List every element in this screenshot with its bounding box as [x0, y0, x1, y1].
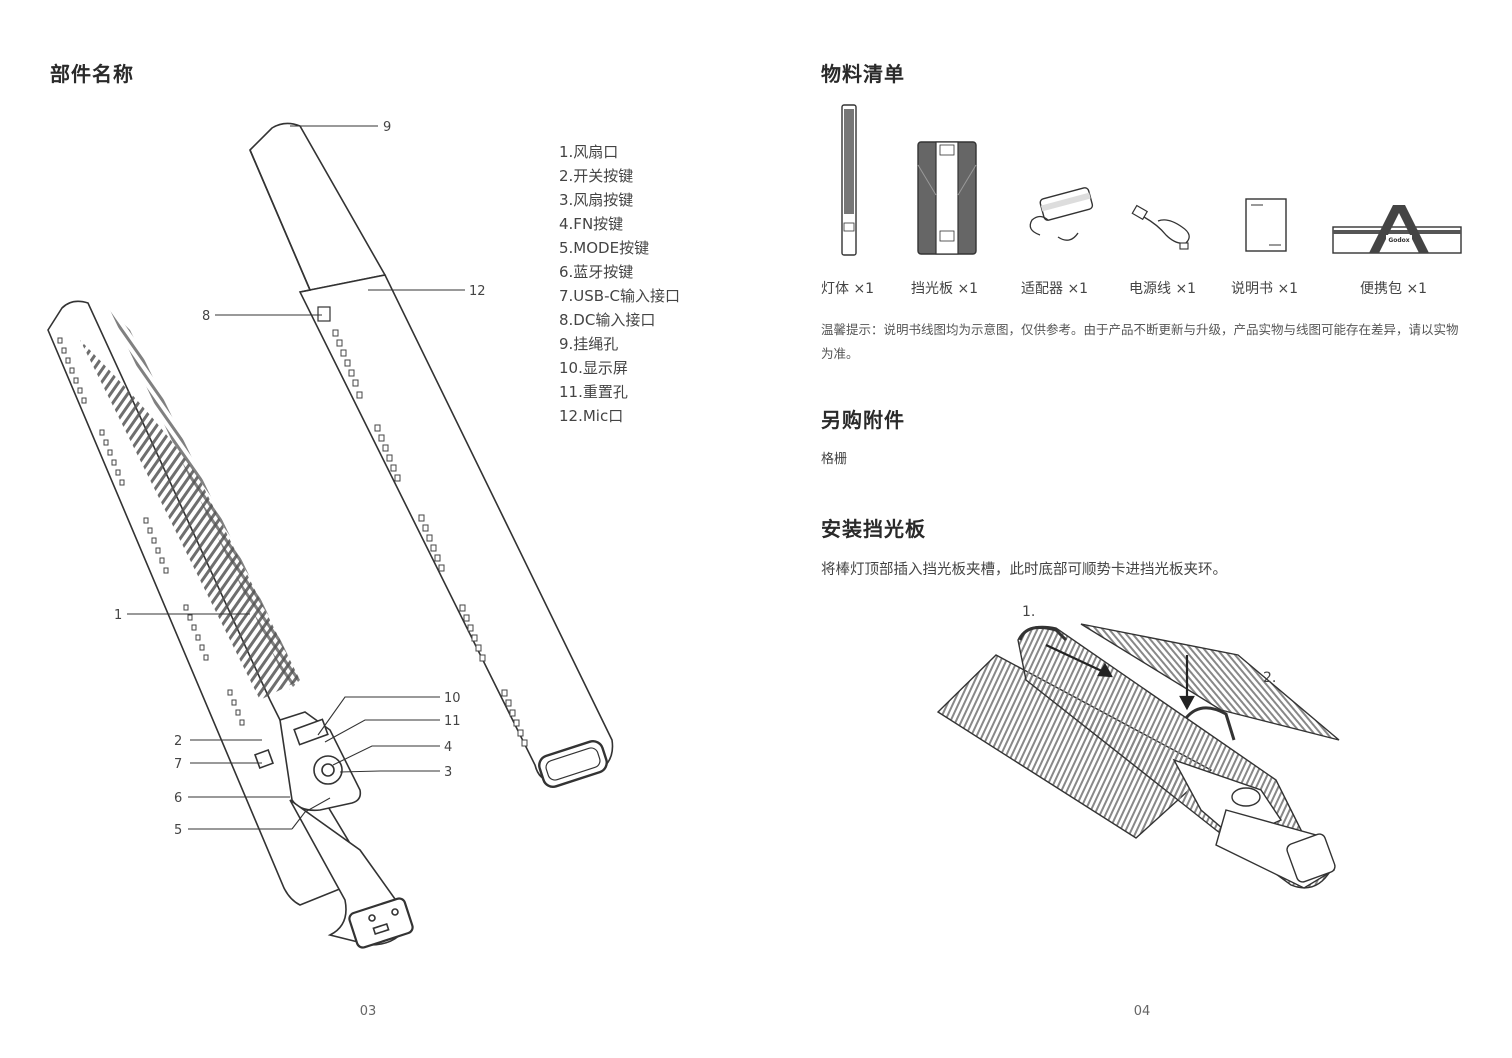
note-text: 温馨提示：说明书线图均为示意图，仅供参考。由于产品不断更新与升级，产品实物与线图… — [821, 318, 1461, 366]
page-number-left: 03 — [338, 1004, 398, 1019]
callout-10: 10 — [444, 691, 461, 706]
parts-list-item: 3.风扇按键 — [559, 188, 680, 212]
parts-list-item: 1.风扇口 — [559, 140, 680, 164]
light-stick-in-barn-door — [1018, 627, 1337, 889]
install-text: 将棒灯顶部插入挡光板夹槽，此时底部可顺势卡进挡光板夹环。 — [821, 558, 1227, 579]
right-page: 物料清单 — [756, 0, 1512, 1058]
contents-label: 便携包 ×1 — [1360, 278, 1427, 298]
parts-list-item: 10.显示屏 — [559, 356, 680, 380]
contents-label: 电源线 ×1 — [1129, 278, 1196, 298]
page-number-right: 04 — [1112, 1004, 1172, 1019]
light-stick-icon — [828, 95, 888, 265]
parts-list-item: 5.MODE按键 — [559, 236, 680, 260]
parts-list-item: 8.DC输入接口 — [559, 308, 680, 332]
callout-12: 12 — [469, 284, 486, 299]
install-title: 安装挡光板 — [821, 513, 926, 542]
left-page: 部件名称 — [0, 0, 756, 1058]
callout-1: 1 — [114, 608, 122, 623]
parts-list-item: 7.USB-C输入接口 — [559, 284, 680, 308]
callout-6: 6 — [174, 791, 182, 806]
contents-item-carry-bag: Godox — [1331, 95, 1466, 300]
accessories-title: 另购附件 — [821, 404, 905, 433]
install-arrows — [1046, 645, 1193, 708]
adapter-icon — [1018, 95, 1098, 265]
parts-list-item: 12.Mic口 — [559, 404, 680, 428]
contents-title: 物料清单 — [821, 58, 905, 87]
contents-label: 适配器 ×1 — [1021, 278, 1088, 298]
carry-bag-icon: Godox — [1331, 95, 1466, 265]
contents-item-adapter — [1018, 95, 1098, 300]
contents-item-power-cord — [1128, 95, 1198, 300]
contents-item-light — [828, 95, 888, 300]
install-step-2: 2. — [1263, 670, 1276, 686]
callout-2: 2 — [174, 734, 182, 749]
contents-label: 说明书 ×1 — [1231, 278, 1298, 298]
parts-list-item: 6.蓝牙按键 — [559, 260, 680, 284]
carry-bag-logo: Godox — [1388, 237, 1409, 244]
barn-door-panel-right — [1081, 624, 1339, 740]
contents-label: 挡光板 ×1 — [911, 278, 978, 298]
callout-9: 9 — [383, 120, 391, 135]
contents-label: 灯体 ×1 — [821, 278, 874, 298]
manual-icon — [1241, 95, 1291, 265]
callout-3: 3 — [444, 765, 452, 780]
contents-item-barn-door — [914, 95, 984, 300]
parts-list-item: 9.挂绳孔 — [559, 332, 680, 356]
power-cord-icon — [1128, 95, 1198, 265]
contents-item-manual — [1241, 95, 1291, 300]
callout-4: 4 — [444, 740, 452, 755]
barn-door-panel-left — [938, 655, 1211, 838]
parts-list: 1.风扇口 2.开关按键 3.风扇按键 4.FN按键 5.MODE按键 6.蓝牙… — [559, 140, 680, 428]
barn-door-icon — [914, 95, 984, 265]
parts-list-item: 2.开关按键 — [559, 164, 680, 188]
install-step-1: 1. — [1022, 604, 1035, 620]
callout-11: 11 — [444, 714, 461, 729]
parts-list-item: 4.FN按键 — [559, 212, 680, 236]
accessories-item: 格栅 — [821, 448, 847, 467]
callout-8: 8 — [202, 309, 210, 324]
callout-7: 7 — [174, 757, 182, 772]
callout-5: 5 — [174, 823, 182, 838]
parts-list-item: 11.重置孔 — [559, 380, 680, 404]
